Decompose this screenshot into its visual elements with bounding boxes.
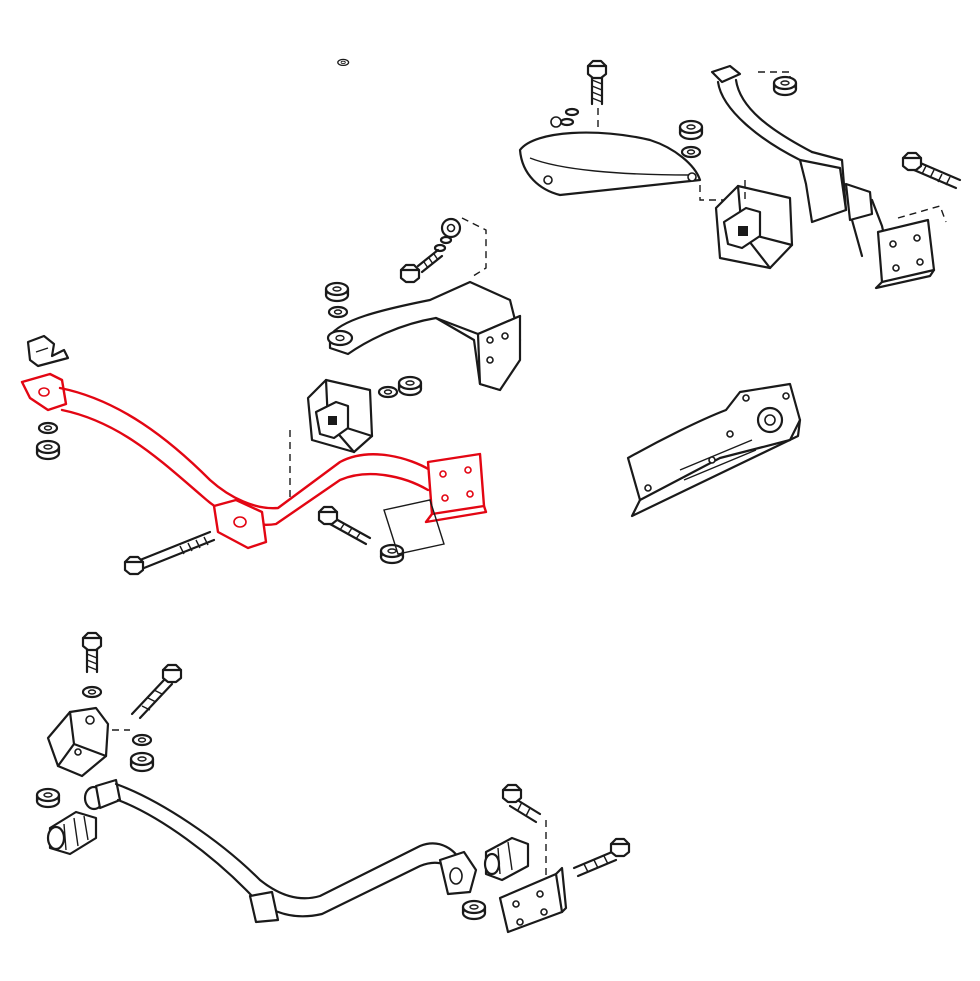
bolt-bottom-left bbox=[81, 631, 103, 674]
hanger-bar-bottom bbox=[83, 778, 478, 924]
middle-assembly bbox=[289, 217, 522, 500]
long-bolt bbox=[123, 530, 216, 576]
hanger-bracket-top bbox=[710, 64, 892, 264]
mounting-plate-top bbox=[874, 218, 936, 290]
bolt-lower-middle bbox=[317, 505, 405, 565]
bolt-diagonal-right bbox=[572, 837, 631, 878]
bolt-top bbox=[586, 59, 608, 106]
rubber-bushing-bottom-left bbox=[46, 810, 98, 856]
plate-outline bbox=[383, 499, 445, 555]
rubber-bushing-bottom-right bbox=[483, 836, 530, 882]
chassis-bracket-middle bbox=[326, 280, 522, 392]
adjustment-plate bbox=[626, 382, 802, 518]
rubber-mount-middle bbox=[306, 378, 374, 454]
bracket-bottom-left bbox=[46, 706, 110, 778]
heat-shield-plate bbox=[518, 116, 702, 197]
top-right-assembly bbox=[337, 58, 962, 290]
bottom-assembly bbox=[35, 631, 631, 934]
washer-group-middle bbox=[433, 217, 462, 253]
mounting-plate-bottom bbox=[498, 866, 568, 934]
left-small-parts bbox=[26, 334, 70, 461]
bolt-right-top bbox=[901, 151, 962, 190]
highlighted-hanger-bar bbox=[20, 372, 488, 550]
bolt-middle bbox=[399, 248, 444, 284]
bolt-bottom-right bbox=[501, 783, 542, 824]
rubber-mount-top bbox=[714, 184, 794, 270]
bolt-diagonal-bottom bbox=[130, 663, 183, 720]
small-washers bbox=[337, 58, 580, 127]
